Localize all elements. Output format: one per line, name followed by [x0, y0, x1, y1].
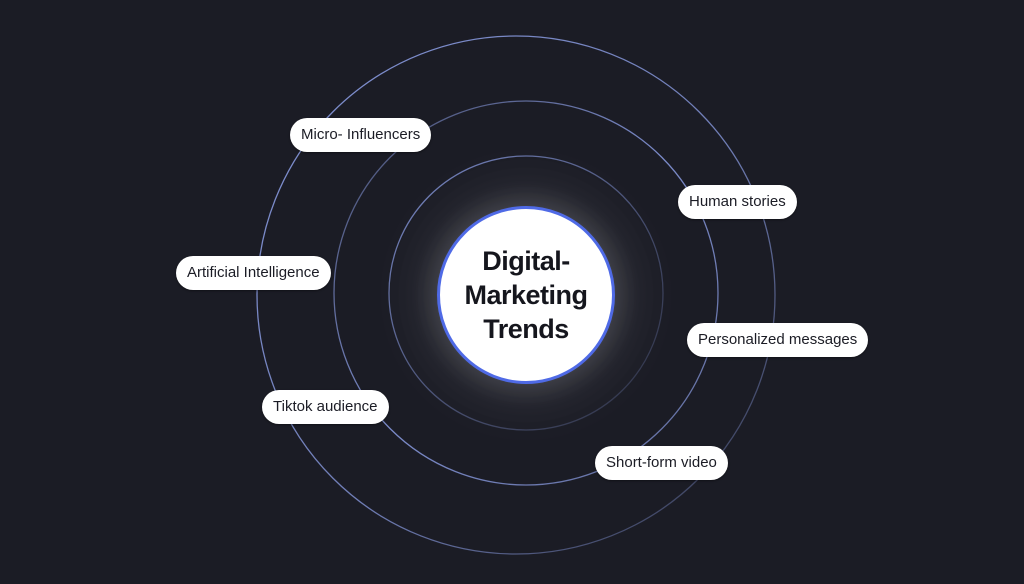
center-topic-circle: Digital- Marketing Trends — [437, 206, 615, 384]
center-title-line-3: Trends — [483, 314, 569, 344]
center-topic-title: Digital- Marketing Trends — [464, 244, 588, 346]
trend-label: Tiktok audience — [273, 398, 378, 415]
outer-ring — [256, 35, 776, 555]
center-title-line-2: Marketing — [464, 280, 588, 310]
trend-label: Short-form video — [606, 454, 717, 471]
inner-ring — [388, 155, 664, 431]
trend-label: Personalized messages — [698, 331, 858, 348]
trend-pill-artificial-intelligence: Artificial Intelligence — [176, 256, 331, 290]
middle-ring — [333, 100, 719, 486]
trend-pill-short-form-video: Short-form video — [595, 446, 728, 480]
trend-pill-personalized-messages: Personalized messages — [687, 323, 869, 357]
trend-label: Artificial Intelligence — [187, 264, 320, 281]
trend-label: Micro- Influencers — [301, 126, 421, 143]
center-title-line-1: Digital- — [482, 246, 570, 276]
trend-pill-micro-influencers: Micro- Influencers — [290, 118, 432, 152]
trend-pill-human-stories: Human stories — [678, 185, 797, 219]
trend-pill-tiktok-audience: Tiktok audience — [262, 390, 389, 424]
trend-label: Human stories — [689, 193, 786, 210]
